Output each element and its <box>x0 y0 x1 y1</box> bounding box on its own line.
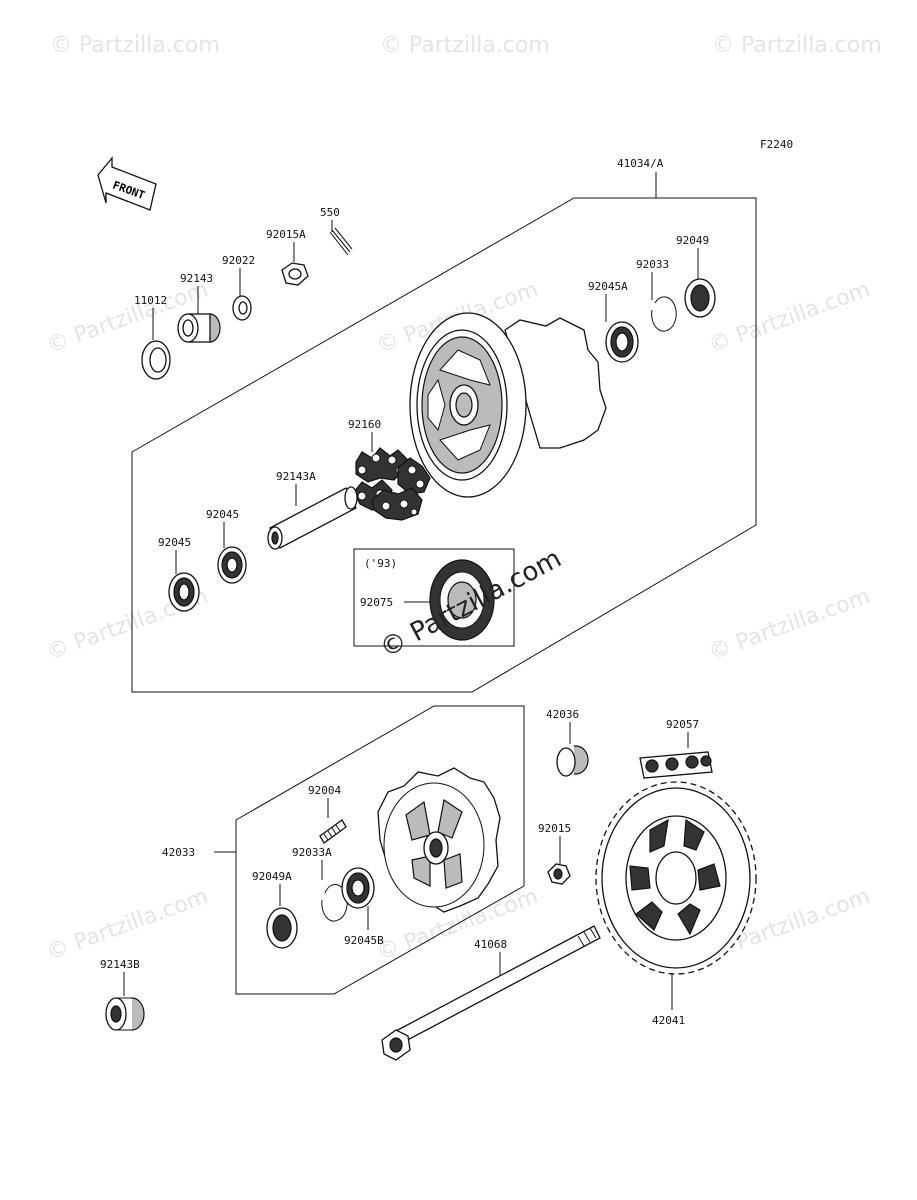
diagram-code: F2240 <box>760 138 793 151</box>
circlip-icon <box>651 296 677 332</box>
part-label-41034A: 41034/A <box>617 157 664 170</box>
part-label-92049A: 92049A <box>252 870 292 883</box>
nut-icon <box>547 863 571 885</box>
rubber-damper-icon <box>429 559 495 641</box>
part-label-92045B: 92045B <box>344 934 384 947</box>
part-label-92143: 92143 <box>180 272 213 285</box>
oil-seal-icon <box>266 907 298 949</box>
watermark-text: © Partzilla.com <box>706 584 874 666</box>
year-variant-box <box>353 548 515 647</box>
part-label-92057: 92057 <box>666 718 699 731</box>
part-label-92015: 92015 <box>538 822 571 835</box>
ball-bearing-icon <box>341 867 375 909</box>
part-label-92143B: 92143B <box>100 958 140 971</box>
part-label-41068: 41068 <box>474 938 507 951</box>
part-label-550: 550 <box>320 206 340 219</box>
ball-bearing-icon <box>605 321 639 363</box>
part-label-42033: 42033 <box>162 846 195 859</box>
part-label-42036: 42036 <box>546 708 579 721</box>
watermark-text: © Partzilla.com <box>50 33 220 58</box>
collar-icon <box>105 997 145 1031</box>
washer-icon <box>232 295 252 321</box>
ball-bearing-icon <box>217 546 247 584</box>
part-label-42041: 42041 <box>652 1014 685 1027</box>
collar-icon <box>177 313 221 343</box>
part-label-92160: 92160 <box>348 418 381 431</box>
part-label-92004: 92004 <box>308 784 341 797</box>
part-label-92143A: 92143A <box>276 470 316 483</box>
part-label-92033A: 92033A <box>292 846 332 859</box>
hub-assembly-outline <box>131 197 757 693</box>
part-label-92015A: 92015A <box>266 228 306 241</box>
watermark-text: © Partzilla.com <box>44 884 212 966</box>
watermark-text: © Partzilla.com <box>712 33 882 58</box>
ball-bearing-icon <box>168 572 200 612</box>
part-label-11012: 11012 <box>134 294 167 307</box>
collar-icon <box>556 745 589 777</box>
chain-link-icon <box>639 751 713 779</box>
front-arrow-icon: FRONT <box>97 156 157 211</box>
spacer-tube-icon <box>267 486 358 550</box>
grease-seal-icon <box>141 340 171 380</box>
watermark-text: © Partzilla.com <box>706 277 874 359</box>
wheel-hub-icon <box>409 312 607 498</box>
cotter-pin-icon <box>329 227 353 256</box>
part-label-92045-a: 92045 <box>206 508 239 521</box>
stud-icon <box>319 819 347 844</box>
rubber-damper-icon <box>353 447 431 521</box>
part-label-92033: 92033 <box>636 258 669 271</box>
watermark-text: © Partzilla.com <box>380 33 550 58</box>
part-label-92049: 92049 <box>676 234 709 247</box>
circlip-icon <box>321 884 348 922</box>
castle-nut-icon <box>281 262 309 286</box>
axle-icon <box>381 925 601 1061</box>
part-label-92045A: 92045A <box>588 280 628 293</box>
year-note: ('93) <box>364 557 397 570</box>
sprocket-hub-outline <box>235 705 525 995</box>
part-label-92075: 92075 <box>360 596 393 609</box>
oil-seal-icon <box>684 278 716 318</box>
part-label-92045-b: 92045 <box>158 536 191 549</box>
rear-sprocket-icon <box>595 781 757 975</box>
sprocket-hub-icon <box>377 767 501 913</box>
part-label-92022: 92022 <box>222 254 255 267</box>
